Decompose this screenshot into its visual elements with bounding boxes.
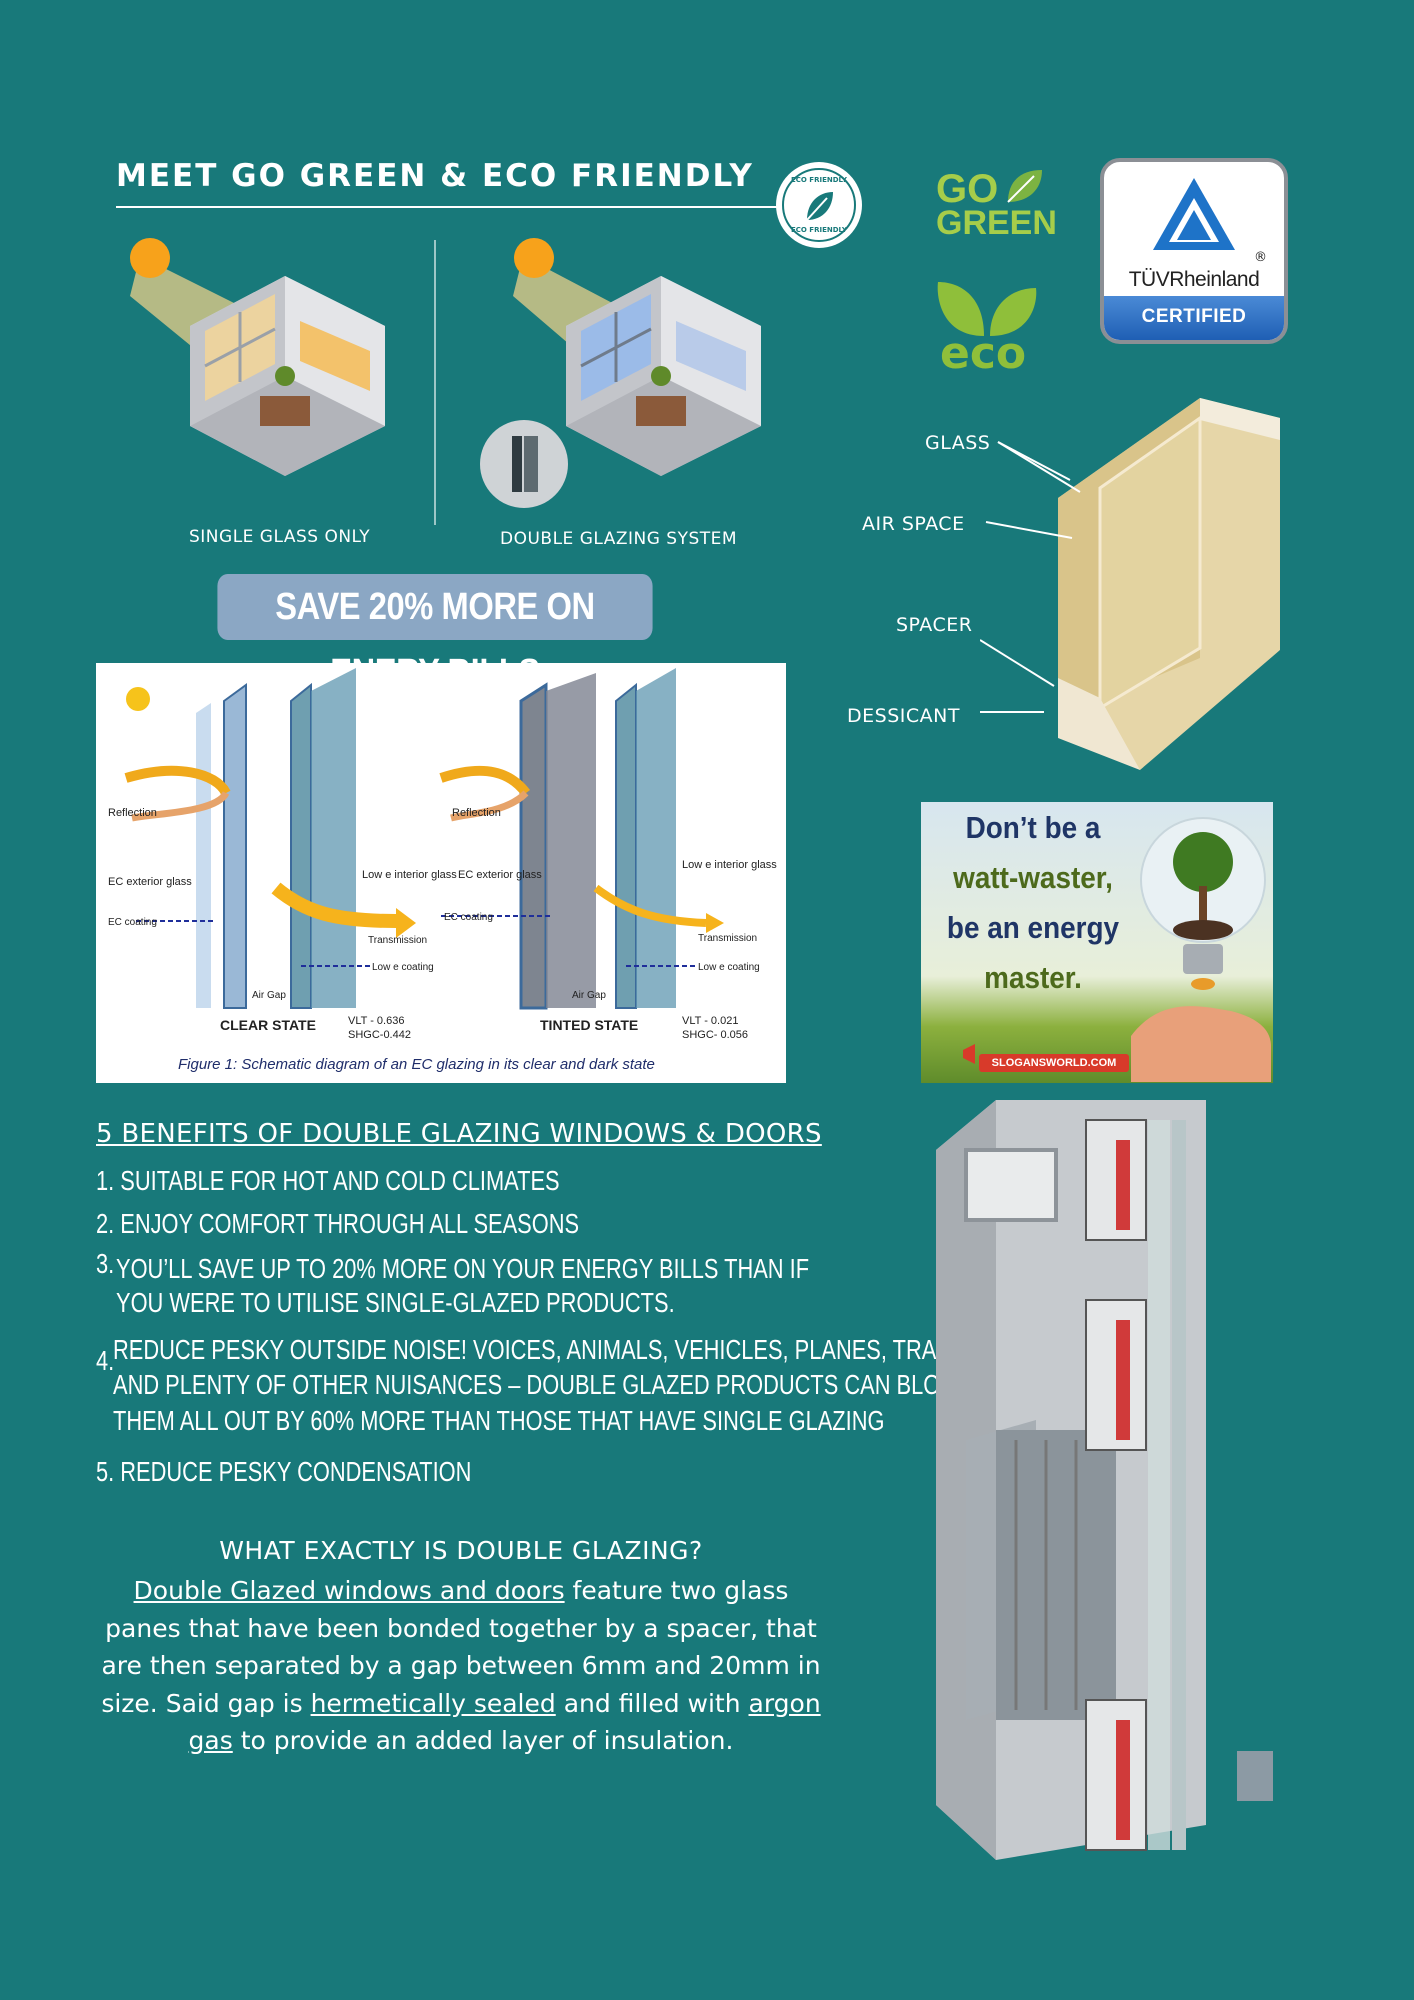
ec-glazing-diagram: Reflection Reflection EC exterior glass … (96, 663, 786, 1083)
benefit-number: 5. (96, 1456, 115, 1487)
air-gap-label-tinted: Air Gap (572, 990, 606, 1001)
benefits-title: 5 BENEFITS OF DOUBLE GLAZING WINDOWS & D… (96, 1119, 822, 1149)
benefit-item-3-line-1: YOU’LL SAVE UP TO 20% MORE ON YOUR ENERG… (116, 1253, 810, 1284)
para-text-3: to provide an added layer of insulation. (232, 1726, 734, 1755)
hermetically-sealed-link[interactable]: hermetically sealed (310, 1688, 556, 1718)
glass-callout: GLASS (925, 432, 991, 454)
clear-vlt-value: VLT - 0.636 (348, 1015, 404, 1027)
double-glazed-link[interactable]: Double Glazed windows and doors (133, 1576, 565, 1605)
air-space-callout: AIR SPACE (862, 513, 965, 535)
callout-lines (980, 441, 1081, 713)
benefit-number: 1. (96, 1165, 115, 1196)
tuv-certified-text: CERTIFIED (1141, 306, 1247, 327)
clear-state-panes (196, 668, 356, 1009)
tuv-brand-name: TÜVRheinland (1128, 268, 1260, 291)
tuv-registered-mark: ® (1254, 250, 1267, 265)
transmission-label-tinted: Transmission (698, 933, 757, 944)
low-e-interior-glass-label-tinted: Low e interior glass (682, 859, 777, 871)
benefit-item-4-line-2: AND PLENTY OF OTHER NUISANCES – DOUBLE G… (113, 1369, 971, 1400)
what-is-title: WHAT EXACTLY IS DOUBLE GLAZING? (219, 1536, 703, 1565)
benefit-text: ENJOY COMFORT THROUGH ALL SEASONS (120, 1208, 580, 1239)
eco-leaves-icon (937, 282, 1037, 336)
go-green-leaf-icon (1007, 170, 1042, 203)
save-energy-banner: SAVE 20% MORE ON ENERY BILLS (217, 574, 653, 694)
low-e-interior-glass-label-clear: Low e interior glass (362, 869, 457, 881)
eco-friendly-seal: ECO FRIENDLY ECO FRIENDLY (776, 162, 862, 248)
low-e-coating-label-clear: Low e coating (372, 962, 434, 973)
tuv-triangle-icon (1153, 178, 1235, 250)
megaphone-icon (963, 1044, 975, 1064)
tuv-band: CERTIFIED (1104, 296, 1284, 340)
go-green-logo: GO GREEN (936, 167, 1057, 242)
glass-unit-cross-section (1040, 378, 1280, 770)
leaf-icon (806, 192, 833, 221)
ec-exterior-glass-label-tinted: EC exterior glass (458, 869, 542, 881)
seal-ring (782, 168, 856, 242)
tuv-certified-badge: ® TÜVRheinland CERTIFIED (1100, 158, 1288, 344)
reflection-label-clear: Reflection (108, 807, 157, 819)
tinted-vlt-value: VLT - 0.021 (682, 1015, 738, 1027)
headline-underline (116, 206, 778, 208)
benefit-item-1: 1. SUITABLE FOR HOT AND COLD CLIMATES (96, 1163, 560, 1198)
para-text-2: and filled with (555, 1688, 749, 1718)
sloganswold-badge: SLOGANSWORLD.COM (979, 1054, 1129, 1072)
single-glass-caption: SINGLE GLASS ONLY (189, 527, 371, 547)
profile-swatch (1237, 1751, 1273, 1801)
tinted-state-label: TINTED STATE (540, 1017, 638, 1033)
tinted-state-panes (519, 668, 676, 1010)
clear-state-label: CLEAR STATE (220, 1017, 316, 1033)
double-glazing-room-illustration (478, 236, 778, 526)
sun-icon (126, 687, 150, 711)
benefit-text: REDUCE PESKY CONDENSATION (120, 1456, 472, 1487)
spacer-callout: SPACER (896, 614, 973, 636)
benefit-text: SUITABLE FOR HOT AND COLD CLIMATES (120, 1165, 560, 1196)
figure-caption: Figure 1: Schematic diagram of an EC gla… (178, 1056, 655, 1073)
poster-line-2: watt-waster, (953, 860, 1113, 895)
ec-coating-label-tinted: EC coating (444, 912, 493, 923)
seal-text-bottom: ECO FRIENDLY (791, 226, 847, 234)
low-e-coating-label-tinted: Low e coating (698, 962, 760, 973)
benefit-item-4-number: 4. (96, 1345, 115, 1376)
page-headline: MEET GO GREEN & ECO FRIENDLY (116, 158, 754, 194)
ec-coating-label-clear: EC coating (108, 917, 157, 928)
dessicant-callout: DESSICANT (847, 705, 960, 727)
go-text: GO (936, 167, 999, 211)
benefit-item-5: 5. REDUCE PESKY CONDENSATION (96, 1454, 471, 1489)
comparison-divider (434, 240, 436, 525)
lightbulb-tree-icon (1131, 817, 1271, 1082)
poster-line-4: master. (984, 960, 1082, 995)
tinted-shgc-value: SHGC- 0.056 (682, 1029, 748, 1041)
eco-logo-text: eco (940, 328, 1027, 379)
reflection-label-tinted: Reflection (452, 807, 501, 819)
green-text: GREEN (936, 204, 1057, 242)
benefit-item-4-line-3: THEM ALL OUT BY 60% MORE THAN THOSE THAT… (113, 1405, 885, 1436)
air-gap-label-clear: Air Gap (252, 990, 286, 1001)
seal-text-top: ECO FRIENDLY (791, 176, 847, 184)
double-glazing-caption: DOUBLE GLAZING SYSTEM (500, 529, 738, 549)
argon-gas-link[interactable]: argon gas (188, 1688, 821, 1756)
poster-line-1: Don’t be a (965, 810, 1101, 845)
poster-line-3: be an energy (946, 910, 1120, 945)
benefit-item-2: 2. ENJOY COMFORT THROUGH ALL SEASONS (96, 1206, 579, 1241)
para-text-1: feature two glass panes that have been b… (101, 1576, 821, 1718)
benefit-item-3-number: 3. (96, 1248, 115, 1279)
ec-exterior-glass-label-clear: EC exterior glass (108, 876, 192, 888)
watt-waster-poster: Don’t be a watt-waster, be an energy mas… (921, 802, 1273, 1083)
what-is-paragraph: Double Glazed windows and doors feature … (96, 1572, 826, 1760)
window-profile-illustration (936, 1100, 1206, 1860)
clear-shgc-value: SHGC-0.442 (348, 1029, 411, 1041)
benefit-number: 2. (96, 1208, 115, 1239)
benefit-item-3-line-2: YOU WERE TO UTILISE SINGLE-GLAZED PRODUC… (116, 1287, 675, 1318)
single-glass-room-illustration (110, 236, 400, 486)
transmission-label-clear: Transmission (368, 935, 427, 946)
benefit-item-4-line-1: REDUCE PESKY OUTSIDE NOISE! VOICES, ANIM… (113, 1334, 979, 1365)
